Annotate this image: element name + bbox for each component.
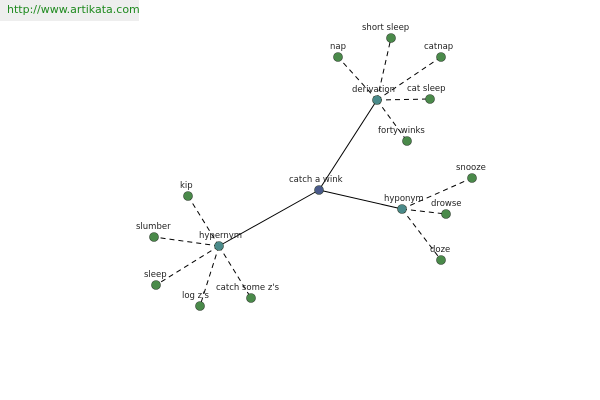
relation-hypernym-node[interactable] [214,241,224,251]
edges-layer [153,37,473,307]
edge-hypernym-catch-some-z-s [218,245,252,299]
relation-hyponym-label[interactable]: hyponym [384,194,424,204]
edge-derivation-nap [337,56,378,101]
term-nap-node[interactable] [333,52,343,62]
edge-derivation-catnap [376,56,442,101]
nodes-layer [149,33,477,311]
term-slumber-node[interactable] [149,232,159,242]
edge-hypernym-kip [187,195,220,247]
term-drowse-label[interactable]: drowse [431,199,462,209]
term-forty-winks-node[interactable] [402,136,412,146]
term-kip-node[interactable] [183,191,193,201]
relation-derivation-node[interactable] [372,95,382,105]
labels-layer: nap short sleep catnap cat sleep forty winks… [136,23,486,301]
term-catch-some-z-s-node[interactable] [246,293,256,303]
edge-hypernym-slumber [153,236,220,247]
edge-hyponym-drowse [401,208,447,215]
root-catch-a-wink-label[interactable]: catch a wink [289,175,343,185]
root-catch-a-wink-node[interactable] [314,185,324,195]
term-sleep-label[interactable]: sleep [144,270,167,280]
term-snooze-node[interactable] [467,173,477,183]
term-short-sleep-label[interactable]: short sleep [362,23,409,33]
term-snooze-label[interactable]: snooze [456,163,486,173]
term-short-sleep-node[interactable] [386,33,396,43]
edge-derivation-cat-sleep [376,98,431,101]
relation-hyponym-node[interactable] [397,204,407,214]
edge-root-hyponym [318,189,403,210]
edge-root-hypernym [218,189,320,247]
term-sleep-node[interactable] [151,280,161,290]
term-log-z-s-label[interactable]: log z's [182,291,209,301]
term-forty-winks-label[interactable]: forty winks [378,126,425,136]
term-doze-label[interactable]: doze [430,245,450,255]
edge-hyponym-doze [401,208,442,261]
edge-derivation-short-sleep [376,37,392,101]
term-slumber-label[interactable]: slumber [136,222,171,232]
term-catch-some-z-s-label[interactable]: catch some z's [216,283,280,293]
edge-root-derivation [318,99,378,191]
term-cat-sleep-node[interactable] [425,94,435,104]
edge-hypernym-log-z-s [199,245,220,307]
header-bar: http://www.artikata.com [0,0,140,21]
term-kip-label[interactable]: kip [180,181,193,191]
term-doze-node[interactable] [436,255,446,265]
term-drowse-node[interactable] [441,209,451,219]
site-link[interactable]: http://www.artikata.com [7,3,140,16]
term-cat-sleep-label[interactable]: cat sleep [407,84,446,94]
term-catnap-label[interactable]: catnap [424,42,453,52]
edge-hypernym-sleep [155,245,220,286]
relation-hypernym-label[interactable]: hypernym [199,231,242,241]
term-catnap-node[interactable] [436,52,446,62]
edge-hyponym-snooze [401,177,473,210]
relation-derivation-label[interactable]: derivation [352,85,395,95]
term-nap-label[interactable]: nap [330,42,346,52]
term-log-z-s-node[interactable] [195,301,205,311]
